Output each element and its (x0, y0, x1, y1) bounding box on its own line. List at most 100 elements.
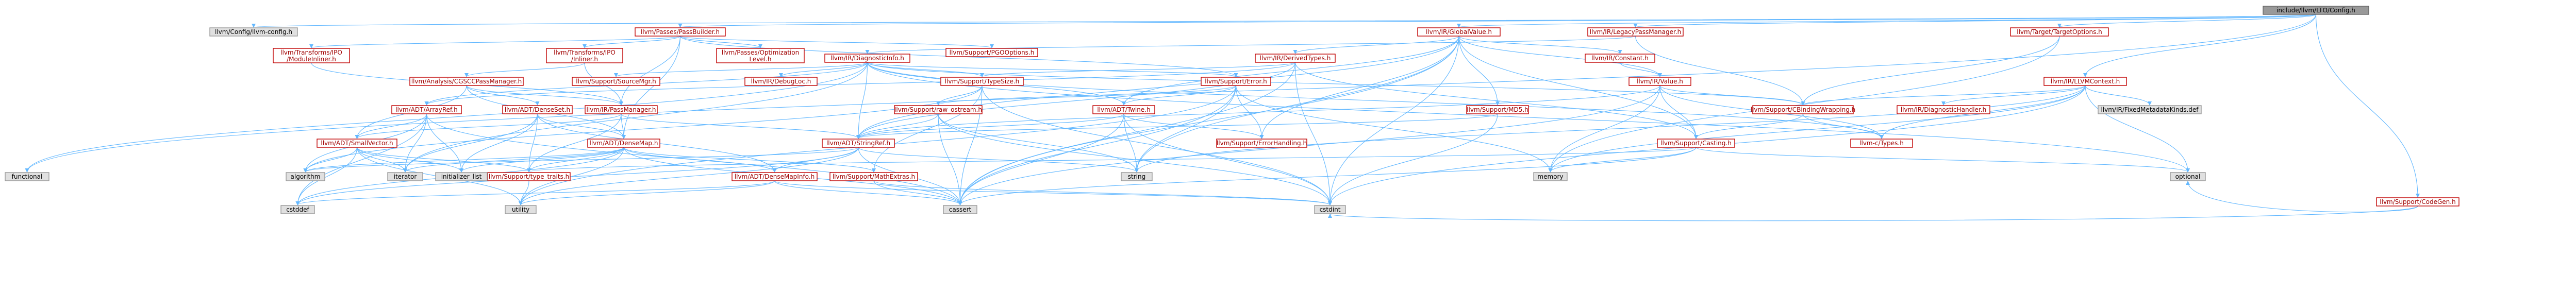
node-densemapinfo[interactable]: llvm/ADT/DenseMapInfo.h (732, 172, 818, 181)
node-box (391, 105, 462, 114)
node-label: functional (12, 173, 43, 180)
node-denseset[interactable]: llvm/ADT/DenseSet.h (502, 105, 573, 114)
node-functional[interactable]: functional (5, 172, 49, 181)
node-diaghandler[interactable]: llvm/IR/DiagnosticHandler.h (1897, 105, 1990, 114)
node-label: llvm/Support/SourceMgr.h (576, 78, 656, 85)
node-pgo[interactable]: llvm/Support/PGOOptions.h (945, 48, 1038, 57)
node-box (502, 105, 573, 114)
node-label: llvm-c/Types.h (1859, 140, 1904, 147)
node-casting[interactable]: llvm/Support/Casting.h (1657, 139, 1735, 148)
node-densemap[interactable]: llvm/ADT/DenseMap.h (587, 139, 660, 148)
node-codegen[interactable]: llvm/Support/CodeGen.h (2376, 197, 2459, 207)
node-memory[interactable]: memory (1533, 172, 1568, 181)
node-box (1585, 54, 1655, 63)
node-configh[interactable]: llvm/Config/llvm-config.h (209, 27, 298, 37)
node-box (5, 172, 49, 181)
node-box (716, 48, 805, 63)
node-passbuilder[interactable]: llvm/Passes/PassBuilder.h (635, 27, 726, 37)
node-box (280, 205, 315, 214)
header-nodes: include/llvm/LTO/Config.h llvm/Config/llv… (5, 6, 2459, 214)
node-label: llvm/Config/llvm-config.h (215, 28, 292, 36)
node-globalvalue[interactable]: llvm/IR/GlobalValue.h (1417, 27, 1501, 37)
node-box (1533, 172, 1568, 181)
node-cstdint[interactable]: cstdint (1314, 205, 1346, 214)
node-rawostream[interactable]: llvm/Support/raw_ostream.h (894, 105, 983, 114)
edge-root-to-passbuilder (679, 14, 2317, 28)
edge-typesize-to-cassert (958, 85, 983, 205)
edge-value-to-cbinding (1659, 85, 1805, 106)
node-stringref[interactable]: llvm/ADT/StringRef.h (822, 139, 895, 148)
edge-error-to-errorhandling (1235, 85, 1264, 139)
node-md5[interactable]: llvm/Support/MD5.h (1466, 105, 1529, 114)
edge-mathextras-to-cstdint (873, 180, 1332, 205)
edge-cgscc-to-irpm (466, 85, 623, 106)
edge-derivedtypes-to-typesize (980, 62, 1296, 77)
node-inliner[interactable]: llvm/Transforms/IPO/Inliner.h (546, 48, 623, 63)
edge-error-to-memory (1235, 85, 1553, 173)
node-label: llvm/ADT/ArrayRef.h (395, 106, 458, 113)
edge-densemap-to-initlist (459, 147, 624, 173)
edge-densemapinfo-to-cstdint (774, 180, 1332, 205)
node-sourcemgr[interactable]: llvm/Support/SourceMgr.h (572, 77, 660, 86)
node-box (2170, 172, 2206, 181)
edge-twine-to-string (1123, 113, 1139, 173)
node-cassert[interactable]: cassert (943, 205, 977, 214)
node-box (824, 54, 910, 63)
edge-stringref-to-cstddef (295, 147, 859, 205)
node-box (2010, 27, 2109, 37)
node-label: llvm/IR/FixedMetadataKinds.def (2101, 106, 2199, 113)
node-value[interactable]: llvm/IR/Value.h (1628, 77, 1691, 86)
node-error[interactable]: llvm/Support/Error.h (1201, 77, 1271, 86)
node-label: llvm/Support/type_traits.h (489, 173, 570, 180)
node-cbinding[interactable]: llvm/Support/CBindingWrapping.h (1751, 105, 1856, 114)
node-utility[interactable]: utility (505, 205, 537, 214)
node-moduleinliner[interactable]: llvm/Transforms/IPO/ModuleInliner.h (273, 48, 350, 63)
node-arrayref[interactable]: llvm/ADT/ArrayRef.h (391, 105, 462, 114)
node-label: llvm/Support/CBindingWrapping.h (1751, 106, 1856, 113)
node-constant[interactable]: llvm/IR/Constant.h (1585, 54, 1655, 63)
edge-value-to-casting (1659, 85, 1698, 139)
node-typesize[interactable]: llvm/Support/TypeSize.h (940, 77, 1024, 86)
node-mathextras[interactable]: llvm/Support/MathExtras.h (829, 172, 918, 181)
node-targetoptions[interactable]: llvm/Target/TargetOptions.h (2010, 27, 2109, 37)
node-label: llvm/Support/Error.h (1205, 78, 1267, 85)
node-box (387, 172, 423, 181)
node-legacypm[interactable]: llvm/IR/LegacyPassManager.h (1587, 27, 1684, 37)
node-box (1314, 205, 1346, 214)
node-ctypes[interactable]: llvm-c/Types.h (1850, 139, 1913, 148)
node-optional[interactable]: optional (2170, 172, 2206, 181)
edge-root-to-codegen (2315, 14, 2420, 198)
node-diaginfo[interactable]: llvm/IR/DiagnosticInfo.h (824, 54, 910, 63)
node-fixedmd[interactable]: llvm/IR/FixedMetadataKinds.def (2098, 105, 2202, 114)
node-typetraits[interactable]: llvm/Support/type_traits.h (487, 172, 571, 181)
edge-casting-to-typetraits (527, 147, 1697, 173)
edge-passbuilder-to-inliner (583, 36, 681, 48)
node-derivedtypes[interactable]: llvm/IR/DerivedTypes.h (1255, 54, 1336, 63)
node-iterator[interactable]: iterator (387, 172, 423, 181)
edge-root-to-functional (25, 14, 2317, 173)
node-irpm[interactable]: llvm/IR/PassManager.h (585, 105, 658, 114)
node-llvmcontext[interactable]: llvm/IR/LLVMContext.h (2043, 77, 2127, 86)
node-label: llvm/IR/Value.h (1637, 78, 1683, 85)
node-box (1121, 172, 1153, 181)
node-smallvector[interactable]: llvm/ADT/SmallVector.h (317, 139, 397, 148)
node-cgscc[interactable]: llvm/Analysis/CGSCCPassManager.h (409, 77, 524, 86)
edge-diaginfo-to-stringref (856, 62, 868, 139)
node-initlist[interactable]: initializer_list (435, 172, 488, 181)
node-cstddef[interactable]: cstddef (280, 205, 315, 214)
edge-arrayref-to-smallvector (355, 113, 427, 139)
edge-diaginfo-to-ctypes (867, 62, 1884, 139)
edge-diaginfo-to-iterator (403, 62, 868, 173)
edge-twine-to-errorhandling (1123, 113, 1264, 139)
node-debugloc[interactable]: llvm/IR/DebugLoc.h (744, 77, 818, 86)
edge-error-to-twine (1122, 85, 1237, 106)
edge-twine-to-cstdint (1123, 113, 1332, 205)
node-errorhandling[interactable]: llvm/Support/ErrorHandling.h (1216, 139, 1307, 148)
node-twine[interactable]: llvm/ADT/Twine.h (1092, 105, 1155, 114)
edge-derivedtypes-to-arrayref (424, 62, 1296, 106)
node-root[interactable]: include/llvm/LTO/Config.h (2263, 6, 2369, 15)
node-label: llvm/ADT/SmallVector.h (321, 140, 393, 147)
node-algorithm[interactable]: algorithm (286, 172, 325, 181)
node-string[interactable]: string (1121, 172, 1153, 181)
